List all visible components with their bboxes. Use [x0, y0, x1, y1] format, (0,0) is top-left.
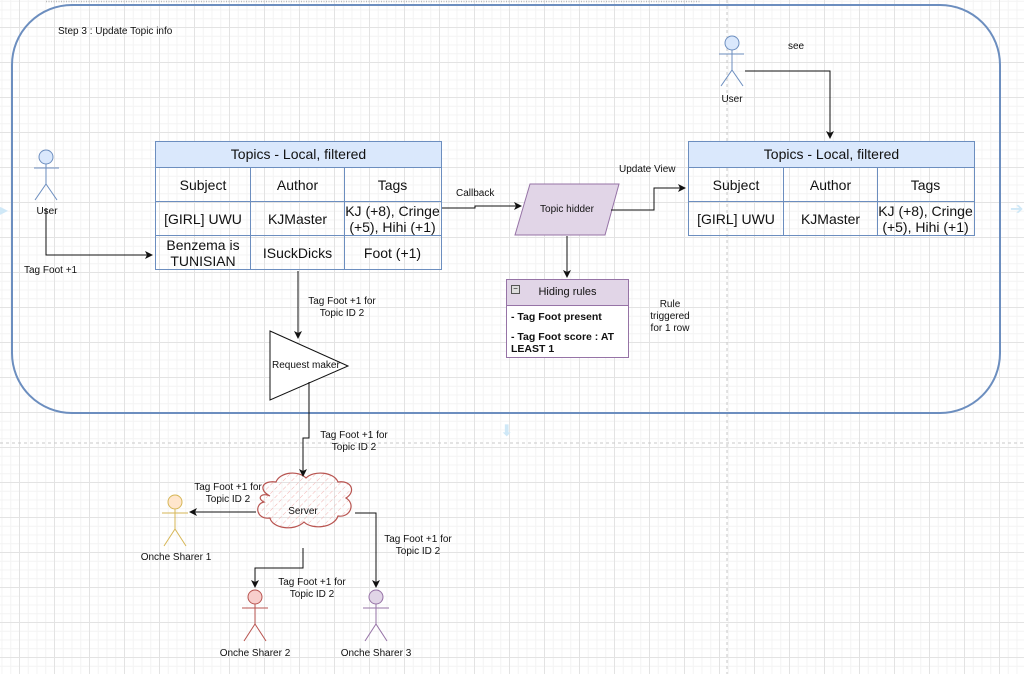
column-header-author: Author	[784, 168, 878, 201]
topics-table-right[interactable]: Topics - Local, filtered Subject Author …	[688, 141, 975, 236]
edge-server-to-sharer3[interactable]	[355, 512, 380, 588]
table-header-row: Subject Author Tags	[689, 168, 974, 202]
table-row[interactable]: [GIRL] UWU KJMaster KJ (+8), Cringe (+5)…	[156, 202, 441, 236]
cell-author: KJMaster	[784, 202, 878, 235]
page-arrow-right-icon[interactable]: ➔	[1010, 201, 1024, 218]
cell-tags: Foot (+1)	[363, 244, 422, 261]
topics-table-left[interactable]: Topics - Local, filtered Subject Author …	[155, 141, 442, 270]
column-header-tags: Tags	[377, 176, 408, 193]
label-rule-triggered: Rule triggered for 1 row	[650, 299, 690, 334]
label-request-to-server: Tag Foot +1 for Topic ID 2	[320, 430, 388, 453]
step-container[interactable]	[11, 4, 1001, 414]
hiding-rule: - Tag Foot score : AT LEAST 1	[511, 331, 615, 355]
label-update-view: Update View	[619, 164, 676, 175]
actor-onche-sharer-2[interactable]	[242, 589, 268, 642]
hiding-rules-title: Hiding rules	[538, 286, 597, 298]
topic-hider-shape[interactable]	[514, 183, 620, 236]
hiding-rules-list: - Tag Foot present - Tag Foot score : AT…	[507, 306, 628, 368]
cell-tags: KJ (+8), Cringe (+5), Hihi (+1)	[878, 202, 973, 235]
cell-subject: [GIRL] UWU	[156, 202, 251, 235]
edge-server-to-sharer2[interactable]	[251, 548, 304, 588]
request-maker-label: Request maker	[272, 360, 340, 371]
table-row[interactable]: [GIRL] UWU KJMaster KJ (+8), Cringe (+5)…	[689, 202, 974, 235]
table-header-row: Subject Author Tags	[156, 168, 441, 202]
actor-sharer1-label: Onche Sharer 1	[140, 552, 212, 563]
server-label: Server	[288, 506, 318, 517]
cell-author: KJMaster	[251, 202, 345, 235]
edge-hider-to-table-right[interactable]	[611, 184, 686, 211]
server-cloud-shape[interactable]	[257, 472, 353, 529]
actor-onche-sharer-1[interactable]	[162, 494, 188, 547]
edge-table-to-hider[interactable]	[441, 202, 522, 210]
actor-user-right-label: User	[721, 94, 743, 105]
column-header-author: Author	[251, 168, 345, 201]
cell-subject: Benzema is TUNISIAN	[156, 236, 251, 269]
hiding-rule: - Tag Foot present	[511, 311, 602, 323]
page-arrow-left-icon[interactable]: ▸	[0, 202, 9, 219]
step-title: Step 3 : Update Topic info	[58, 26, 173, 37]
cell-author: ISuckDicks	[251, 236, 345, 269]
label-user-tag: Tag Foot +1	[24, 265, 78, 276]
hiding-rules-box[interactable]: − Hiding rules - Tag Foot present - Tag …	[506, 279, 629, 358]
label-callback: Callback	[456, 188, 495, 199]
table-title: Topics - Local, filtered	[156, 142, 441, 168]
actor-onche-sharer-3[interactable]	[363, 589, 389, 642]
topic-hider-label: Topic hidder	[540, 204, 594, 215]
column-header-subject: Subject	[689, 168, 784, 201]
label-server-to-sharer2: Tag Foot +1 for Topic ID 2	[278, 577, 346, 600]
table-title: Topics - Local, filtered	[689, 142, 974, 168]
edge-user-see[interactable]	[745, 70, 834, 139]
cell-subject: [GIRL] UWU	[689, 202, 784, 235]
table-row[interactable]: Benzema is TUNISIAN ISuckDicks Foot (+1)	[156, 236, 441, 269]
edge-user-to-table[interactable]	[45, 208, 153, 259]
column-header-subject: Subject	[156, 168, 251, 201]
actor-sharer3-label: Onche Sharer 3	[340, 648, 412, 659]
cell-tags: KJ (+8), Cringe (+5), Hihi (+1)	[345, 202, 440, 235]
column-header-tags: Tags	[910, 176, 941, 193]
actor-user-left[interactable]	[34, 149, 59, 201]
label-table-to-request: Tag Foot +1 for Topic ID 2	[308, 296, 376, 319]
actor-user-right[interactable]	[719, 35, 744, 87]
page-arrow-down-icon[interactable]: ⬇	[500, 423, 514, 440]
actor-user-left-label: User	[36, 206, 58, 217]
hiding-rules-header: − Hiding rules	[507, 280, 628, 306]
label-see: see	[788, 41, 805, 52]
actor-sharer2-label: Onche Sharer 2	[219, 648, 291, 659]
label-server-to-sharer1: Tag Foot +1 for Topic ID 2	[194, 482, 262, 505]
edge-request-to-server[interactable]	[299, 382, 310, 477]
label-server-to-sharer3: Tag Foot +1 for Topic ID 2	[384, 534, 452, 557]
collapse-icon[interactable]: −	[511, 285, 520, 294]
